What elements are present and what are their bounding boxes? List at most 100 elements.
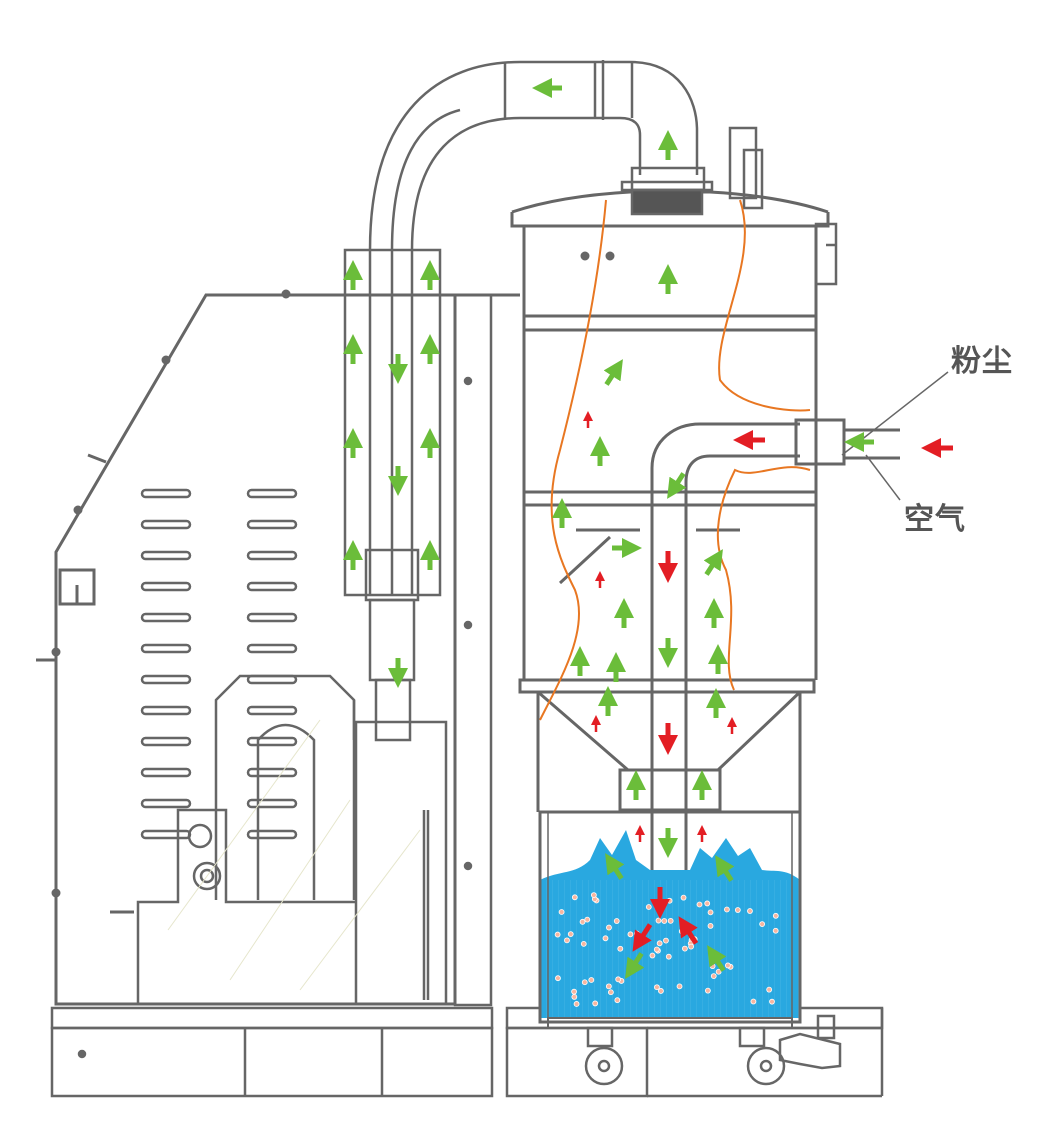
air-label: 空气 bbox=[904, 502, 966, 537]
dust-particle bbox=[613, 918, 620, 924]
casters-drain bbox=[584, 1014, 842, 1086]
vent-slot bbox=[140, 736, 192, 747]
dust-particle bbox=[704, 987, 711, 994]
dust-particle bbox=[588, 977, 595, 983]
vent-slot bbox=[246, 643, 298, 654]
vent-slot bbox=[140, 829, 192, 840]
dust-particle bbox=[617, 945, 624, 952]
dust-particle bbox=[580, 940, 587, 947]
dust-particle bbox=[678, 928, 685, 935]
red-arrow-icon bbox=[632, 923, 653, 952]
dust-particle bbox=[723, 906, 730, 913]
dust-particle bbox=[704, 900, 711, 907]
vent-slot bbox=[246, 550, 298, 561]
dust-particle bbox=[680, 894, 687, 901]
clean-air-arrows bbox=[343, 78, 874, 979]
vent-slot bbox=[140, 519, 192, 530]
tank-lid-fittings bbox=[620, 126, 838, 286]
dust-particle bbox=[734, 907, 741, 913]
dust-particle bbox=[688, 943, 695, 950]
dust-particle bbox=[590, 892, 597, 898]
vent-slot bbox=[140, 798, 192, 809]
dust-particle bbox=[707, 909, 714, 916]
vent-slot bbox=[140, 581, 192, 592]
dust-particle bbox=[661, 918, 668, 924]
dust-particle bbox=[772, 912, 779, 919]
dust-particle bbox=[579, 918, 586, 925]
dust-particle bbox=[627, 931, 634, 938]
green-arrow-icon bbox=[707, 945, 727, 972]
dust-particle bbox=[607, 989, 614, 996]
vent-slot bbox=[140, 705, 192, 716]
green-arrow-icon bbox=[667, 472, 687, 499]
dust-particle bbox=[715, 968, 722, 975]
dust-particle bbox=[654, 984, 660, 991]
dust-flow-arrows bbox=[583, 411, 953, 952]
dust-particle bbox=[769, 998, 775, 1005]
dust-particle bbox=[676, 983, 683, 990]
dust-particle bbox=[696, 901, 703, 908]
vent-slot bbox=[140, 612, 192, 623]
dust-particle bbox=[645, 904, 652, 910]
vent-slot bbox=[246, 488, 298, 499]
dust-particle bbox=[653, 946, 660, 953]
dust-particle bbox=[707, 922, 714, 929]
cyclone-tank bbox=[510, 190, 830, 812]
dust-particle bbox=[658, 988, 664, 994]
vent-slot bbox=[246, 581, 298, 592]
dust-particle bbox=[571, 993, 578, 1000]
dust-particle bbox=[581, 979, 588, 986]
green-arrow-icon bbox=[625, 952, 645, 979]
dust-particle bbox=[724, 962, 731, 969]
dust-particle bbox=[665, 953, 672, 960]
dust-particle bbox=[649, 952, 656, 959]
dust-particle bbox=[766, 986, 773, 993]
vent-slot bbox=[246, 519, 298, 530]
dust-particle bbox=[614, 997, 621, 1004]
dust-particle bbox=[571, 894, 578, 901]
dust-particle bbox=[555, 975, 561, 982]
dust-particle bbox=[772, 927, 779, 934]
dust-particle bbox=[558, 909, 565, 915]
dust-particle bbox=[592, 1000, 599, 1007]
vent-slot bbox=[246, 736, 298, 747]
dust-particle bbox=[667, 917, 674, 924]
motor-cabinet bbox=[36, 289, 520, 1006]
top-pipe bbox=[368, 60, 706, 595]
dust-particle bbox=[747, 908, 753, 914]
dust-particle bbox=[573, 1001, 580, 1007]
motor-housing bbox=[136, 674, 448, 1006]
vent-slot bbox=[140, 674, 192, 685]
vent-slot bbox=[246, 798, 298, 809]
dust-particle bbox=[605, 983, 612, 990]
dust-particle bbox=[759, 921, 766, 927]
green-arrow-icon bbox=[605, 853, 625, 880]
vent-slots bbox=[140, 488, 298, 840]
green-arrow-icon bbox=[715, 855, 735, 882]
vent-slot bbox=[140, 488, 192, 499]
vent-slot bbox=[246, 705, 298, 716]
dust-particle bbox=[554, 931, 561, 938]
dust-particle bbox=[571, 988, 577, 995]
dust-particle bbox=[567, 931, 574, 938]
dust-particle bbox=[564, 937, 570, 944]
dust-label: 粉尘 bbox=[951, 344, 1013, 379]
return-duct bbox=[343, 248, 493, 1007]
vent-slot bbox=[246, 612, 298, 623]
dust-particle bbox=[681, 945, 688, 952]
red-arrow-icon bbox=[678, 916, 699, 945]
dust-particle bbox=[663, 937, 669, 944]
dust-particle bbox=[710, 973, 717, 979]
dust-particle bbox=[750, 998, 757, 1005]
dust-particle bbox=[602, 935, 609, 942]
vent-slot bbox=[140, 643, 192, 654]
label-pointers bbox=[841, 371, 949, 501]
dust-particle bbox=[655, 917, 662, 924]
vent-slot bbox=[246, 767, 298, 778]
dust-particle bbox=[606, 924, 612, 931]
dust-particle bbox=[615, 976, 622, 983]
dust-particle bbox=[666, 897, 673, 904]
green-arrow-icon bbox=[603, 359, 623, 386]
green-arrow-icon bbox=[703, 549, 723, 576]
